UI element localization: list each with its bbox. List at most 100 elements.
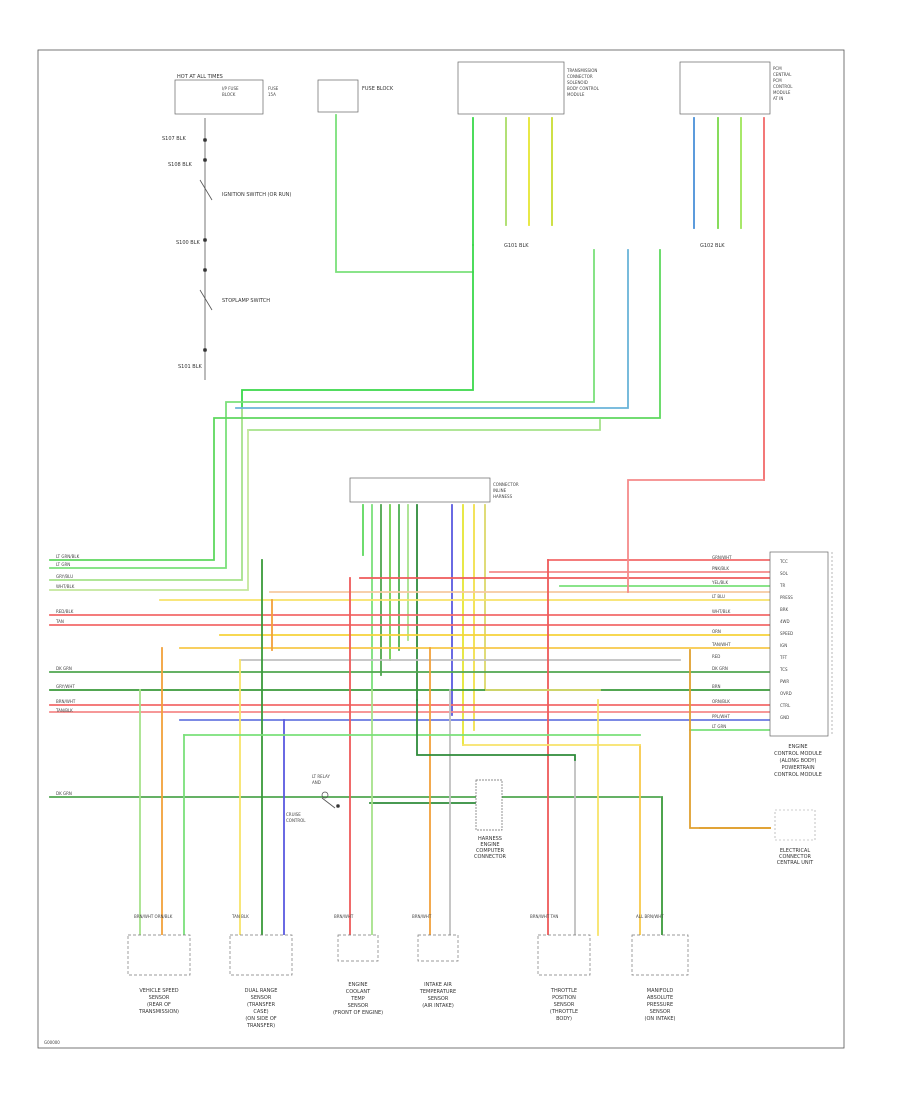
sensor-label: CASE) <box>253 1009 268 1015</box>
wire <box>49 429 249 591</box>
pin-label: 4WD <box>780 619 790 624</box>
sensor-label: ENGINE <box>348 982 367 988</box>
transmission-connector: TRANSMISSION CONNECTOR SOLENOID BODY CON… <box>457 61 600 115</box>
pin-label: OVRD <box>780 691 792 696</box>
wire-label: DK GRN <box>712 666 728 671</box>
pcm-line: CONTROL <box>773 84 793 89</box>
relay-line: LT RELAY <box>312 774 330 779</box>
ground-tag: G101 BLK <box>504 243 529 249</box>
sensor-tag: ALL BRN/WHT <box>636 914 664 919</box>
wire-label: BRN <box>712 684 721 689</box>
trans-line: MODULE <box>567 92 585 97</box>
sensor-label: BODY) <box>556 1016 572 1022</box>
wire-label: PNK/BLK <box>712 566 729 571</box>
left-wire-labels: LT GRN/BLK LT GRN GRY/BLU WHT/BLK RED/BL… <box>55 554 80 796</box>
wire <box>241 244 474 409</box>
sensor-tag: BRN/WHT <box>334 914 354 919</box>
wire <box>49 249 661 561</box>
splice-label: S107 BLK <box>162 136 187 142</box>
pcm-line: PCM <box>773 78 782 83</box>
center-connector: CONNECTOR INLINE HARNESS <box>349 477 519 503</box>
sensor-label: TRANSFER) <box>246 1023 275 1029</box>
pin-label: TFT <box>779 655 788 660</box>
wire <box>49 249 595 569</box>
wire-label: ORN <box>712 629 721 634</box>
pin-label: PWR <box>780 679 789 684</box>
pin-label: CTRL <box>780 703 791 708</box>
pin-label: SPEED <box>780 631 793 636</box>
center-line: INLINE <box>493 488 507 493</box>
ecm-label-line: ENGINE <box>788 744 807 750</box>
wire-label: WHT/BLK <box>712 609 731 614</box>
brake-label: STOPLAMP SWITCH <box>222 298 270 304</box>
relay-line: CONTROL <box>286 818 306 823</box>
sensor-label: (THROTTLE <box>550 1009 578 1015</box>
trans-line: TRANSMISSION <box>566 68 597 73</box>
pin-label: GND <box>780 715 789 720</box>
ecm-label-line: CONTROL MODULE <box>774 772 822 778</box>
wire <box>335 114 474 273</box>
sensor-label: SENSOR <box>348 1003 369 1009</box>
splice-label: S108 BLK <box>168 162 193 168</box>
wire-label: GRY/BLU <box>56 574 73 579</box>
harness-label: COMPUTER <box>476 848 505 854</box>
sensor-label: (ON SIDE OF <box>245 1016 276 1022</box>
splice-label: S100 BLK <box>176 240 201 246</box>
wire <box>247 419 601 431</box>
sensor-label: SENSOR <box>428 996 449 1002</box>
sensor-label: THROTTLE <box>550 988 577 994</box>
pin-label: TR <box>779 583 785 588</box>
relay <box>321 791 340 809</box>
wire-label: GRY/WHT <box>56 684 75 689</box>
sensor-label: (AIR INTAKE) <box>422 1003 454 1009</box>
splice-label: S101 BLK <box>178 364 203 370</box>
pcm-line: AT IN <box>773 96 783 101</box>
sensor-vss: VEHICLE SPEED SENSOR (REAR OF TRANSMISSI… <box>127 934 191 1015</box>
sensor-label: TEMP <box>350 996 365 1002</box>
sensor-ect: ENGINE COOLANT TEMP SENSOR (FRONT OF ENG… <box>333 934 383 1016</box>
sensor-label: VEHICLE SPEED <box>139 988 178 994</box>
sensor-map: MANIFOLD ABSOLUTE PRESSURE SENSOR (ON IN… <box>631 934 689 1022</box>
pcm-line: CENTRAL <box>773 72 792 77</box>
switch-label: IGNITION SWITCH (OR RUN) <box>222 192 291 198</box>
wire-label: DK GRN <box>56 791 72 796</box>
wire-label: LT BLU <box>712 594 725 599</box>
pin-label: PRESS <box>780 595 793 600</box>
wire-label: RED/BLK <box>56 609 74 614</box>
harness-label: CONNECTOR <box>474 854 507 860</box>
sensor-label: TRANSMISSION) <box>138 1009 179 1015</box>
wire-label: TAN/WHT <box>711 642 731 647</box>
sensor-tag: BRN/WHT ORN/BLK <box>134 914 173 919</box>
right-wire-labels: GRN/WHT PNK/BLK YEL/BLK LT BLU WHT/BLK O… <box>711 555 732 729</box>
sensor-label: (FRONT OF ENGINE) <box>333 1010 383 1016</box>
center-line: CONNECTOR <box>493 482 519 487</box>
fuse-panel-title: HOT AT ALL TIMES <box>177 74 223 80</box>
wire-label: LT GRN <box>712 724 726 729</box>
wire-label: TAN/BLK <box>55 708 73 713</box>
wire-label: TAN <box>55 619 64 624</box>
harness-label: ENGINE <box>480 842 499 848</box>
sensor-label: SENSOR <box>251 995 272 1001</box>
wire <box>49 407 243 581</box>
sensor-label: SENSOR <box>650 1009 671 1015</box>
wire-label: DK GRN <box>56 666 72 671</box>
sensor-tags: BRN/WHT ORN/BLK TAN BLK BRN/WHT BRN/WHT … <box>134 914 664 919</box>
sensor-label: DUAL RANGE <box>245 988 278 994</box>
central-label: CONNECTOR <box>779 854 812 860</box>
pcm-line: PCM <box>773 66 782 71</box>
ground-tag: G102 BLK <box>700 243 725 249</box>
fuse-panel-line: I/P FUSE <box>222 86 239 91</box>
sensor-label: (TRANSFER <box>247 1002 276 1008</box>
wires <box>49 114 771 936</box>
wire-label: BRN/WHT <box>56 699 76 704</box>
figure-id: G00000 <box>44 1040 60 1045</box>
sensor-label: (ON INTAKE) <box>645 1016 676 1022</box>
wire <box>416 699 576 761</box>
central-unit: ELECTRICAL CONNECTOR CENTRAL UNIT <box>774 809 816 866</box>
wire-label: WHT/BLK <box>56 584 75 589</box>
fuse-panel: HOT AT ALL TIMES I/P FUSE BLOCK FUSE 15A <box>174 74 279 115</box>
harness-label: HARNESS <box>478 836 502 842</box>
ignition-fuse-label: FUSE BLOCK <box>362 86 394 92</box>
wire-label: YEL/BLK <box>711 580 729 585</box>
